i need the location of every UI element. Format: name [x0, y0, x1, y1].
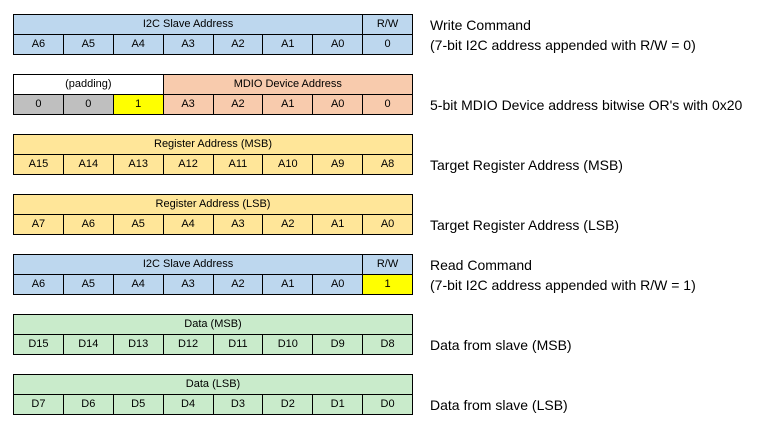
caption-read-command: Read Command (7-bit I2C address appended …	[430, 254, 696, 295]
bit-cell: D14	[62, 334, 114, 355]
header-cell: Data (MSB)	[13, 314, 413, 335]
bit-cell: D2	[262, 394, 314, 415]
caption-mdio-device-address: 5-bit MDIO Device address bitwise OR's w…	[430, 74, 742, 115]
bit-cell: A6	[13, 34, 64, 55]
caption-line: Target Register Address (MSB)	[430, 157, 623, 173]
bit-cell: A7	[13, 214, 64, 235]
bit-cell: A2	[212, 34, 264, 55]
header-cell: (padding)	[13, 74, 164, 95]
caption-register-address-lsb: Target Register Address (LSB)	[430, 194, 619, 235]
bit-cell: D1	[312, 394, 364, 415]
bit-cell: 1	[112, 94, 164, 115]
bit-cell: A3	[162, 34, 214, 55]
bit-cell: A6	[62, 214, 114, 235]
bit-cell: A15	[13, 154, 64, 175]
bit-cell: A6	[13, 274, 64, 295]
bit-cell: 0	[362, 94, 413, 115]
caption-write-command: Write Command (7-bit I2C address appended…	[430, 14, 696, 55]
header-cell: MDIO Device Address	[162, 74, 414, 95]
caption-line: Data from slave (MSB)	[430, 337, 572, 353]
caption-line: 5-bit MDIO Device address bitwise OR's w…	[430, 97, 743, 113]
bit-cell: A0	[312, 34, 364, 55]
bit-cell: A0	[362, 214, 413, 235]
bit-cell: 0	[362, 34, 413, 55]
caption-line: Write Command	[430, 16, 531, 33]
caption-register-address-msb: Target Register Address (MSB)	[430, 134, 623, 175]
caption-line: (7-bit I2C address appended with R/W = 1…	[430, 276, 696, 293]
caption-data-lsb: Data from slave (LSB)	[430, 374, 568, 415]
header-cell: Data (LSB)	[13, 374, 413, 395]
bit-cell: D0	[362, 394, 413, 415]
caption-data-msb: Data from slave (MSB)	[430, 314, 572, 355]
bit-cell: A3	[162, 94, 214, 115]
header-cell: Register Address (MSB)	[13, 134, 413, 155]
bit-cell: D8	[362, 334, 413, 355]
bit-cell: A0	[312, 274, 364, 295]
bit-cell: D5	[112, 394, 164, 415]
header-cell: I2C Slave Address	[12, 14, 364, 35]
bit-cell: A12	[162, 154, 214, 175]
bit-cell: A2	[212, 94, 264, 115]
bit-cell: A4	[112, 34, 164, 55]
bit-cell: 0	[62, 94, 114, 115]
bit-cell: D15	[13, 334, 64, 355]
header-cell: R/W	[362, 14, 413, 35]
bit-cell: D10	[262, 334, 314, 355]
bit-cell: D3	[212, 394, 264, 415]
bit-cell: A2	[212, 274, 264, 295]
bit-cell: 0	[13, 94, 64, 115]
bit-cell: D11	[212, 334, 264, 355]
bit-cell: A1	[262, 274, 314, 295]
bit-cell: A5	[112, 214, 164, 235]
caption-line: (7-bit I2C address appended with R/W = 0…	[430, 36, 696, 53]
header-cell: R/W	[362, 254, 413, 275]
bit-cell: A2	[262, 214, 314, 235]
bit-cell: A9	[312, 154, 364, 175]
bit-cell: D7	[13, 394, 64, 415]
bit-cell: A8	[362, 154, 413, 175]
bit-cell: A5	[62, 34, 114, 55]
bit-cell: A1	[262, 94, 314, 115]
caption-line: Data from slave (LSB)	[430, 397, 568, 413]
bit-cell: A13	[112, 154, 164, 175]
bit-cell: A11	[212, 154, 264, 175]
header-cell: Register Address (LSB)	[13, 194, 413, 215]
bit-cell: D4	[162, 394, 214, 415]
bit-cell: D9	[312, 334, 364, 355]
bit-cell: D6	[62, 394, 114, 415]
bit-cell: D13	[112, 334, 164, 355]
header-cell: I2C Slave Address	[12, 254, 364, 275]
bit-cell: A1	[312, 214, 364, 235]
bit-cell: A0	[312, 94, 364, 115]
bit-cell: A14	[62, 154, 114, 175]
bit-cell: A5	[62, 274, 114, 295]
bit-cell: A1	[262, 34, 314, 55]
caption-line: Read Command	[430, 256, 532, 273]
bit-cell: A3	[162, 274, 214, 295]
bit-cell: 1	[362, 274, 413, 295]
caption-line: Target Register Address (LSB)	[430, 217, 620, 233]
bit-cell: A4	[112, 274, 164, 295]
bit-cell: A10	[262, 154, 314, 175]
bit-cell: D12	[162, 334, 214, 355]
bit-cell: A4	[162, 214, 214, 235]
bit-cell: A3	[212, 214, 264, 235]
